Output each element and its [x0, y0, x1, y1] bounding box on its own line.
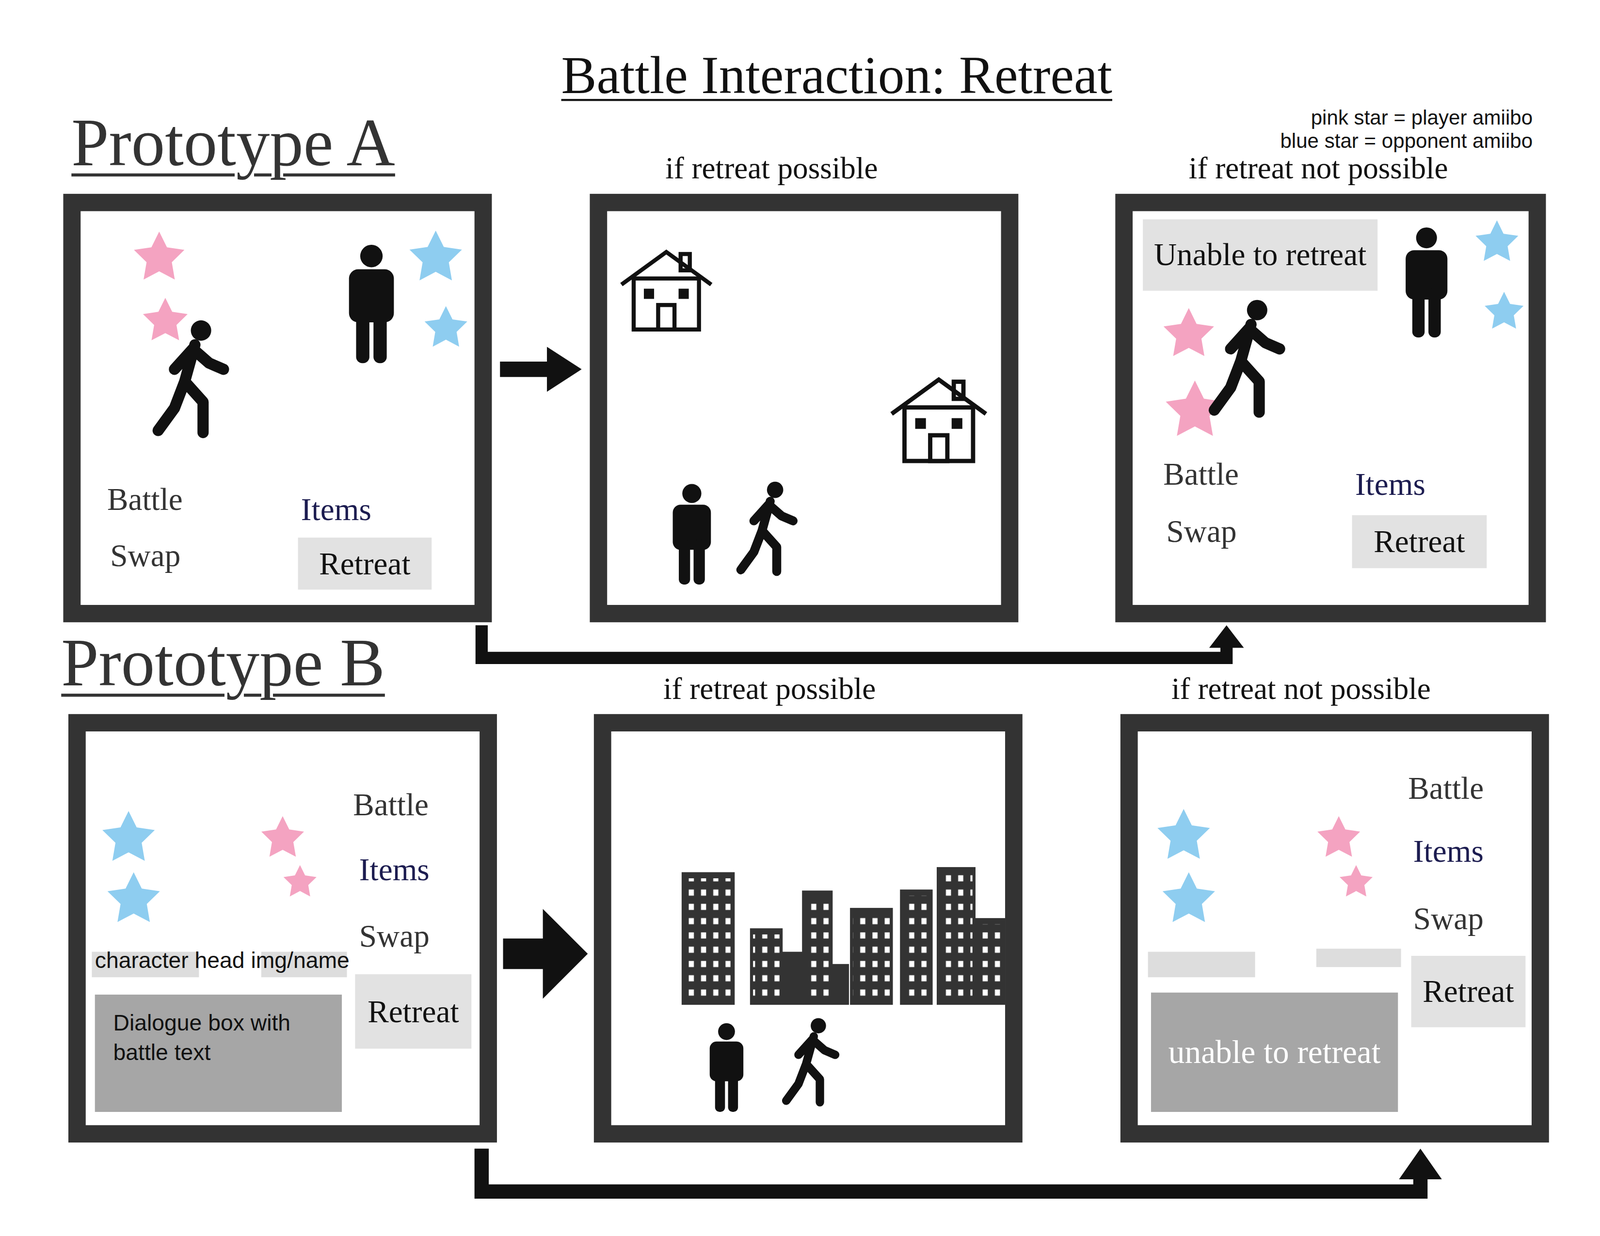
- menu-option: Battle: [1408, 770, 1484, 807]
- arrow-head: [543, 909, 589, 999]
- house-icon: [891, 379, 986, 462]
- message-box: unable to retreat: [1151, 992, 1398, 1113]
- menu-option: Items: [1413, 833, 1484, 870]
- flow-arrow: [481, 625, 1244, 658]
- opponent-star: [107, 872, 160, 923]
- player-star: [1339, 865, 1373, 897]
- flow-arrow: [481, 1149, 1442, 1192]
- name-bar: [1148, 952, 1256, 978]
- opponent-star: [424, 305, 468, 347]
- menu-option: Battle: [1163, 456, 1239, 493]
- player-star: [133, 231, 185, 280]
- menu-option: Swap: [1413, 900, 1484, 938]
- button-label: unable to retreat: [1168, 1033, 1381, 1072]
- menu-option: Swap: [1166, 513, 1237, 550]
- opponent-figure: [1405, 227, 1448, 338]
- player-figure: [786, 1018, 836, 1103]
- legend-note: blue star = opponent amiibo: [1280, 129, 1533, 153]
- arrow-head: [1398, 1149, 1442, 1180]
- menu-button: Retreat: [298, 537, 432, 590]
- opponent-star: [409, 230, 463, 281]
- arrow-head: [1209, 625, 1245, 648]
- player-star: [143, 298, 188, 341]
- placeholder-label: character head img/name: [95, 947, 350, 974]
- player-star: [1317, 816, 1360, 858]
- dialogue-box: Dialogue box with battle text: [95, 994, 342, 1113]
- dialogue-text: Dialogue box with battle text: [113, 1008, 323, 1068]
- menu-option: Items: [1355, 466, 1426, 503]
- prototype-heading: Prototype A: [71, 104, 396, 182]
- screen-panel: if retreat not possibleBattleSwapItemsUn…: [1115, 193, 1546, 623]
- flow-arrow: [503, 909, 589, 999]
- button-label: Retreat: [1373, 523, 1465, 560]
- arrow-shaft: [499, 361, 554, 378]
- button-label: Retreat: [1422, 973, 1514, 1010]
- opponent-figure: [349, 244, 395, 364]
- screen-panel: if retreat not possibleBattleItemsSwapRe…: [1120, 714, 1550, 1143]
- panel-heading: if retreat not possible: [1188, 150, 1449, 187]
- name-bar: [1316, 948, 1402, 968]
- player-figure: [1214, 300, 1280, 413]
- screen-panel: if retreat possible: [589, 193, 1019, 623]
- prototype-heading: Prototype B: [61, 624, 385, 703]
- button-label: Retreat: [319, 545, 411, 582]
- arrow-shaft: [481, 625, 1227, 658]
- player-star: [261, 816, 304, 858]
- opponent-star: [1157, 809, 1210, 860]
- menu-button: Retreat: [354, 974, 472, 1050]
- city-windows: [685, 873, 1002, 1000]
- diagram-title: Battle Interaction: Retreat: [561, 45, 1113, 107]
- panel-heading: if retreat possible: [665, 150, 878, 187]
- menu-button: Retreat: [1352, 515, 1488, 569]
- legend-note: pink star = player amiibo: [1311, 106, 1533, 130]
- arrow-shaft: [481, 1149, 1421, 1192]
- panel-heading: if retreat not possible: [1171, 671, 1431, 707]
- menu-option: Items: [301, 491, 372, 528]
- opponent-star: [1162, 872, 1216, 923]
- city-skyline: [681, 867, 1006, 1006]
- menu-option: Battle: [107, 481, 183, 518]
- opponent-star: [102, 811, 155, 862]
- menu-option: Swap: [110, 537, 181, 575]
- menu-option: Battle: [352, 786, 429, 824]
- menu-option: Items: [359, 851, 430, 889]
- player-star: [1163, 308, 1215, 357]
- opponent-star: [1475, 220, 1519, 262]
- button-label: Unable to retreat: [1153, 237, 1367, 274]
- opponent-star: [1484, 291, 1524, 329]
- flow-arrow: [499, 347, 582, 393]
- opponent-figure: [709, 1023, 744, 1113]
- menu-option: Swap: [359, 918, 430, 955]
- screen-panel: BattleSwap ItemsRetreat: [63, 193, 492, 623]
- arrow-head: [546, 347, 582, 393]
- menu-button: Retreat: [1411, 956, 1526, 1028]
- button-label: Retreat: [367, 993, 459, 1030]
- panel-heading: if retreat possible: [663, 671, 876, 707]
- screen-panel: if retreat possible: [593, 714, 1023, 1143]
- player-figure: [158, 320, 224, 433]
- player-figure: [740, 481, 794, 572]
- screen-panel: BattleItemsSwap character head img/nameRe…: [68, 714, 497, 1143]
- house-icon: [621, 252, 712, 330]
- menu-button: Unable to retreat: [1142, 219, 1378, 291]
- player-star: [283, 865, 317, 897]
- opponent-figure: [672, 483, 712, 585]
